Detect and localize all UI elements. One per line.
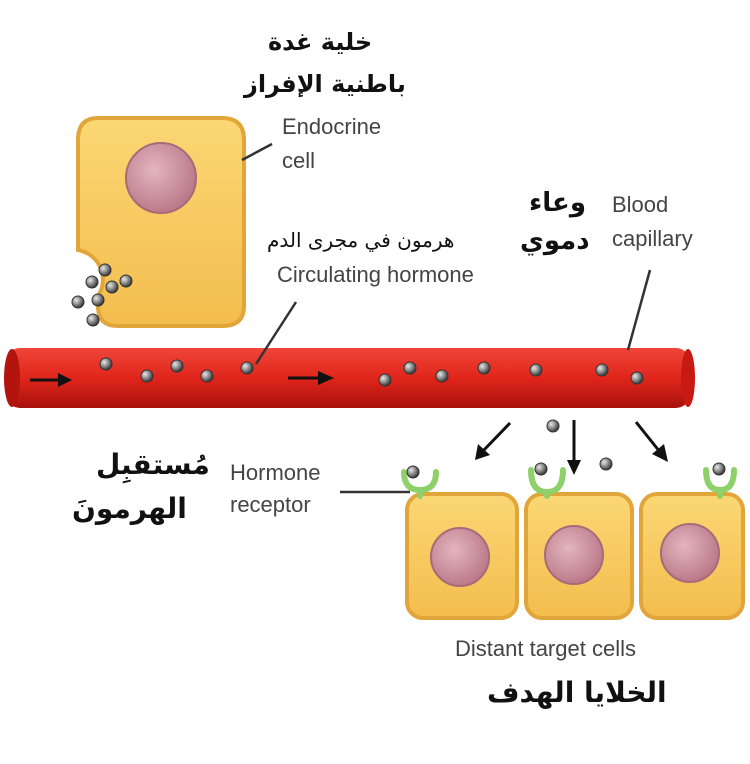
endocrine-cell-body	[76, 116, 246, 328]
hormone-molecule	[105, 280, 119, 294]
endocrine-cell	[76, 116, 246, 328]
hormone-receptor-arabic-label-line2: الهرمونَ	[72, 492, 187, 525]
target-cells-label: Distant target cells	[455, 636, 636, 661]
hormone-molecule	[546, 419, 560, 433]
hormone-molecule	[85, 275, 99, 289]
hormone-molecule	[529, 363, 543, 377]
blood-capillary	[4, 348, 695, 408]
hormone-receptors	[401, 467, 737, 499]
hormone-receptor-label-line2: receptor	[230, 492, 311, 517]
leader-lines	[241, 142, 652, 494]
hormone-molecule	[99, 357, 113, 371]
endocrine-cell-leader	[241, 142, 273, 162]
hormone-molecule	[599, 457, 613, 471]
hormone-molecule	[595, 363, 609, 377]
hormone-molecules	[71, 263, 726, 479]
hormone-receptor	[703, 467, 737, 499]
circulating-hormone-label: Circulating hormone	[277, 262, 474, 287]
hormone-molecule	[91, 293, 105, 307]
hormone-molecule	[406, 465, 420, 479]
hormone-molecule	[403, 361, 417, 375]
blood-capillary-arabic-label-line2: دموي	[520, 226, 590, 256]
blood-capillary-arabic-label-line1: وعاء	[529, 188, 586, 218]
capillary-tube	[6, 348, 690, 408]
hormone-receptor-label-line1: Hormone	[230, 460, 321, 485]
target-cell	[405, 492, 519, 620]
endocrine-cell-arabic-label-line2: باطنية الإفراز	[244, 70, 406, 98]
hormone-molecule	[630, 371, 644, 385]
target-cells	[405, 492, 745, 620]
hormone-molecule	[477, 361, 491, 375]
capillary-end-right	[681, 349, 695, 407]
blood-flow-arrows	[30, 371, 334, 387]
hormone-molecule	[170, 359, 184, 373]
hormone-molecule	[86, 313, 100, 327]
hormone-receptor	[528, 467, 566, 499]
hormone-molecule	[98, 263, 112, 277]
hormone-molecule	[119, 274, 133, 288]
target-cell	[524, 492, 634, 620]
circulating-hormone-arabic-label: هرمون في مجرى الدم	[267, 228, 455, 252]
circulating-hormone-leader	[254, 301, 298, 365]
hormone-molecule	[200, 369, 214, 383]
hormone-molecule	[140, 369, 154, 383]
endocrine-cell-label-line2: cell	[282, 148, 316, 173]
target-cells-arabic-label: الخلايا الهدف	[487, 676, 667, 709]
capillary-lumen-left	[4, 349, 20, 407]
endocrine-cell-nucleus	[125, 142, 197, 214]
blood-capillary-label-line2: capillary	[612, 226, 693, 251]
dispersal-arrows	[475, 420, 668, 475]
hormone-molecule	[712, 462, 726, 476]
blood-capillary-label-line1: Blood	[612, 192, 669, 217]
endocrine-cell-label-line1: Endocrine	[282, 114, 382, 139]
hormone-molecule	[534, 462, 548, 476]
target-cell	[639, 492, 745, 620]
hormone-molecule	[435, 369, 449, 383]
endocrine-cell-arabic-label-line1: خلية غدة	[268, 28, 373, 56]
hormone-molecule	[378, 373, 392, 387]
hormone-receptor	[401, 469, 439, 499]
hormone-molecule	[71, 295, 85, 309]
hormone-molecule	[240, 361, 254, 375]
blood-capillary-leader	[626, 269, 652, 351]
hormone-receptor-arabic-label-line1: مُستقبِل	[96, 448, 210, 481]
